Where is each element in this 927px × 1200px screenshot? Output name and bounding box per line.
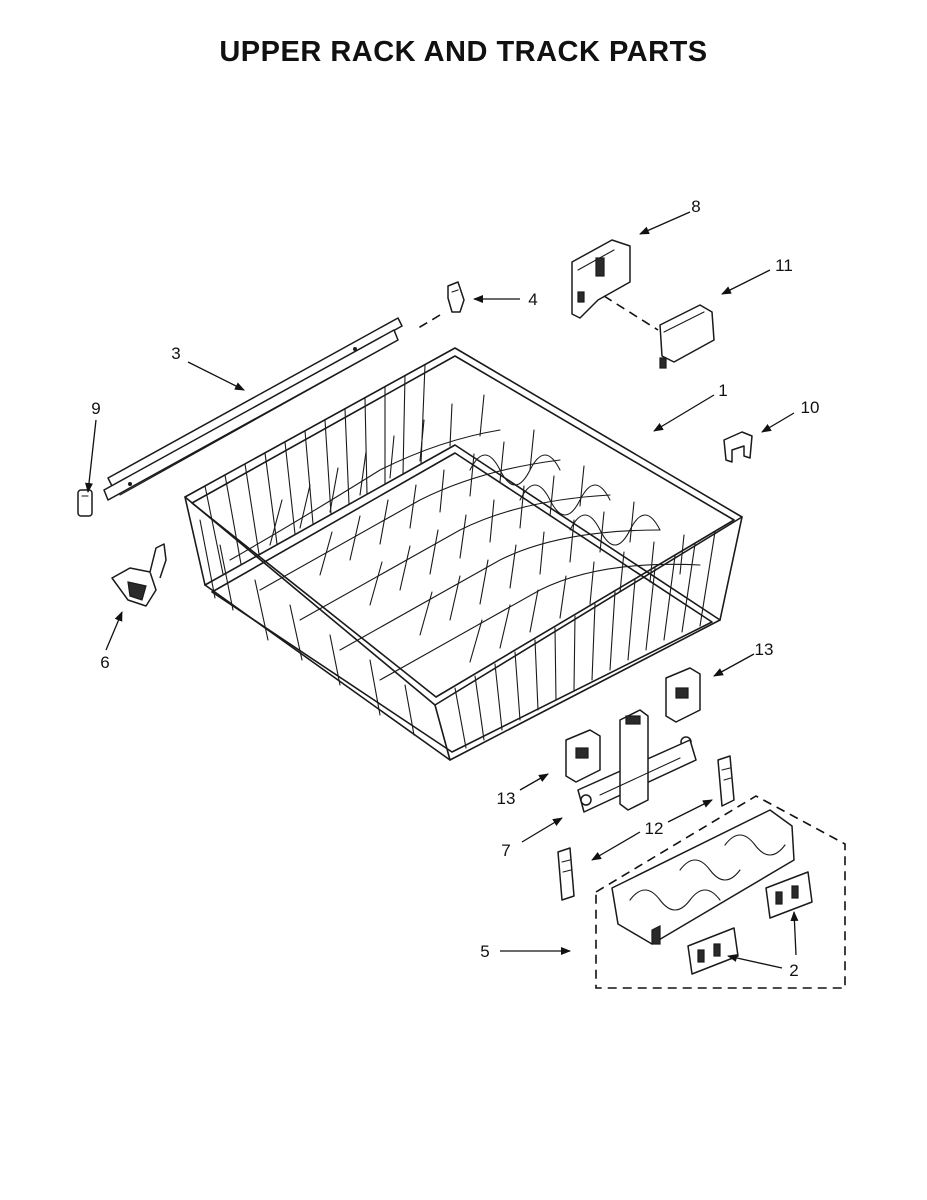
adjuster-housing-part-8	[571, 239, 631, 319]
callout-5: 5	[480, 942, 489, 961]
alignment-line	[603, 295, 659, 331]
callout-3: 3	[171, 344, 180, 363]
bracket-part-13-upper	[665, 667, 701, 748]
end-cap-part-9	[77, 489, 93, 517]
callout-7: 7	[501, 841, 510, 860]
clip-part-10	[723, 431, 753, 463]
callout-9: 9	[91, 399, 100, 418]
leader-lines	[85, 211, 799, 969]
callout-11: 11	[775, 256, 793, 275]
clip-part-2-right	[765, 871, 813, 919]
adjuster-cover-part-11	[659, 304, 715, 369]
adjuster-bar-part-7	[577, 709, 697, 813]
diagram-title: UPPER RACK AND TRACK PARTS	[219, 36, 708, 68]
upper-rack-part-1	[184, 347, 743, 761]
callout-13-upper: 13	[755, 640, 774, 659]
callout-6: 6	[100, 653, 109, 672]
bracket-part-13-lower	[565, 729, 601, 783]
rail-stop-part-12-left	[557, 847, 575, 901]
callout-labels: 8 11 4 3 1 10 9 6 13 13 7 12 5 2	[91, 197, 819, 980]
rail-stop-part-4	[447, 281, 465, 313]
callout-2: 2	[789, 961, 798, 980]
assembly-boundary-box	[595, 795, 846, 989]
callout-12: 12	[645, 819, 664, 838]
callout-4: 4	[528, 290, 537, 309]
rail-stop-part-12-right	[717, 755, 735, 807]
rack-adjuster-part-6	[111, 543, 167, 607]
callout-13-lower: 13	[497, 789, 516, 808]
callout-1: 1	[718, 381, 727, 400]
callout-10: 10	[801, 398, 820, 417]
callout-8: 8	[691, 197, 700, 216]
clip-part-2-left	[687, 927, 739, 975]
cup-shelf-part-5	[611, 809, 795, 945]
track-rail-part-3	[103, 317, 403, 501]
alignment-line	[414, 314, 441, 331]
